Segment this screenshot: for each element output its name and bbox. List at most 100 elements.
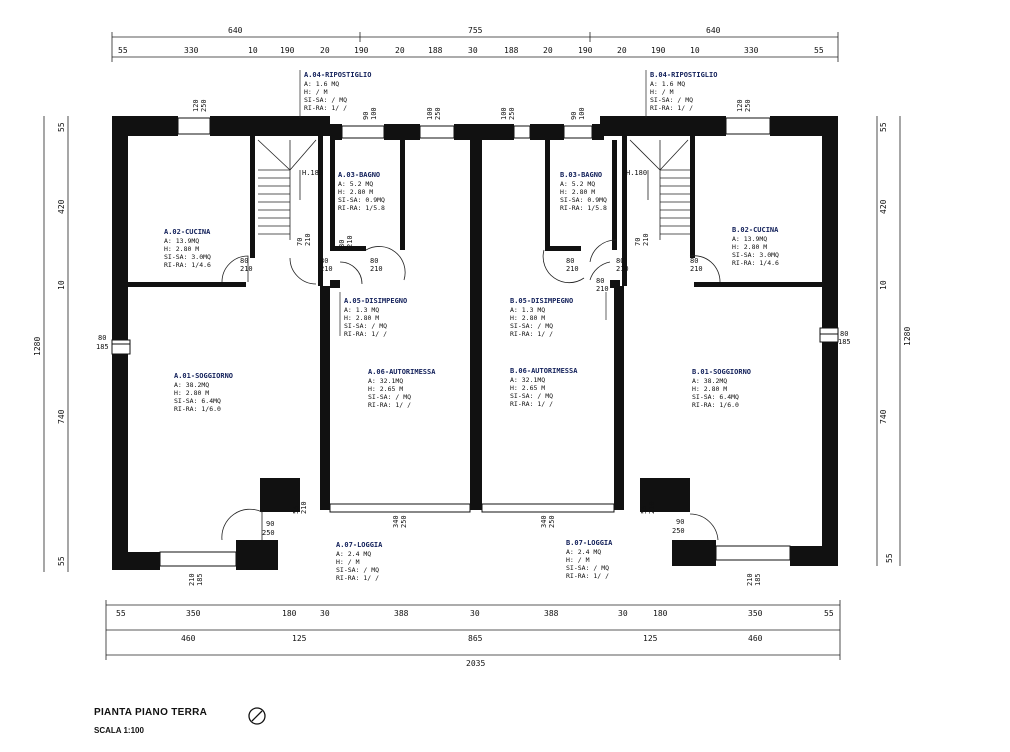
svg-text:RI-RA: 1/ /: RI-RA: 1/ /	[368, 401, 411, 409]
dim-label: 640	[228, 26, 243, 35]
svg-text:B.04-RIPOSTIGLIO: B.04-RIPOSTIGLIO	[650, 71, 717, 79]
room-label-B04: B.04-RIPOSTIGLIO A: 1.6 MQ H: / M SI-SA:…	[645, 70, 717, 118]
svg-text:RI-RA: 1/ /: RI-RA: 1/ /	[510, 400, 553, 408]
room-label-B06: B.06-AUTORIMESSA A: 32.1MQ H: 2.65 M SI-…	[510, 367, 578, 408]
svg-text:B.06-AUTORIMESSA: B.06-AUTORIMESSA	[510, 367, 578, 375]
svg-text:A.01-SOGGIORNO: A.01-SOGGIORNO	[174, 372, 233, 380]
svg-text:A.07-LOGGIA: A.07-LOGGIA	[336, 541, 383, 549]
svg-text:RI-RA: 1/ /: RI-RA: 1/ /	[344, 330, 387, 338]
svg-text:A.04-RIPOSTIGLIO: A.04-RIPOSTIGLIO	[304, 71, 371, 79]
svg-text:H: / M: H: / M	[650, 88, 674, 96]
dim-label: 10	[57, 280, 66, 290]
dim-label: 55	[814, 46, 824, 55]
svg-text:SI-SA: / MQ: SI-SA: / MQ	[510, 392, 553, 400]
svg-text:A.03-BAGNO: A.03-BAGNO	[338, 171, 380, 179]
svg-text:H: 2.65 M: H: 2.65 M	[368, 385, 403, 393]
opening-label: 55	[292, 506, 300, 514]
stair-height-label: H.180	[302, 169, 323, 177]
opening-labels: 120 250 90 100 100 250 100 250 90 100 12…	[96, 99, 851, 586]
svg-text:RI-RA: 1/ /: RI-RA: 1/ /	[566, 572, 609, 580]
dim-label: 180	[653, 609, 668, 618]
dim-label: 55	[885, 553, 894, 563]
dim-label: 190	[578, 46, 593, 55]
svg-text:H: 2.80 M: H: 2.80 M	[692, 385, 727, 393]
dim-label: 125	[292, 634, 307, 643]
opening-label: 120	[736, 99, 744, 112]
svg-text:SI-SA: / MQ: SI-SA: / MQ	[344, 322, 387, 330]
opening-label: 210	[648, 501, 656, 514]
drawing-title: PIANTA PIANO TERRA	[94, 707, 208, 718]
svg-text:A.02-CUCINA: A.02-CUCINA	[164, 228, 211, 236]
svg-text:H: 2.80 M: H: 2.80 M	[338, 188, 373, 196]
room-label-B03: B.03-BAGNO A: 5.2 MQ H: 2.80 M SI-SA: 0.…	[560, 171, 607, 212]
dim-label: 1280	[33, 337, 42, 356]
opening-label: 100	[578, 107, 586, 120]
dim-label: 188	[504, 46, 519, 55]
dim-label: 190	[354, 46, 369, 55]
svg-text:A: 38.2MQ: A: 38.2MQ	[174, 381, 209, 389]
dim-label: 55	[879, 122, 888, 132]
opening-label: 250	[508, 107, 516, 120]
top-dimension-lines	[111, 32, 839, 62]
dim-label: 125	[643, 634, 658, 643]
svg-text:H: 2.80 M: H: 2.80 M	[344, 314, 379, 322]
opening-label: 210	[346, 235, 354, 248]
dim-label: 30	[618, 609, 628, 618]
opening-label: 70	[634, 238, 642, 246]
svg-text:A: 38.2MQ: A: 38.2MQ	[692, 377, 727, 385]
svg-text:RI-RA: 1/ /: RI-RA: 1/ /	[510, 330, 553, 338]
opening-label: 250	[672, 527, 685, 535]
svg-text:A: 32.1MQ: A: 32.1MQ	[510, 376, 545, 384]
opening-label: 80	[840, 330, 848, 338]
dim-label: 55	[118, 46, 128, 55]
room-label-A05: A.05-DISIMPEGNO A: 1.3 MQ H: 2.80 M SI-S…	[339, 292, 407, 338]
svg-text:A: 2.4 MQ: A: 2.4 MQ	[336, 550, 371, 558]
dim-label: 350	[186, 609, 201, 618]
svg-text:SI-SA: 3.0MQ: SI-SA: 3.0MQ	[732, 251, 779, 259]
dim-label: 55	[824, 609, 834, 618]
dim-label: 190	[280, 46, 295, 55]
svg-text:A: 1.3 MQ: A: 1.3 MQ	[344, 306, 379, 314]
svg-text:SI-SA: 0.9MQ: SI-SA: 0.9MQ	[560, 196, 607, 204]
dim-label: 740	[879, 409, 888, 424]
left-dimension-labels: 55 420 10 1280 740 55	[33, 122, 66, 566]
dim-label: 350	[748, 609, 763, 618]
svg-text:B.01-SOGGIORNO: B.01-SOGGIORNO	[692, 368, 751, 376]
svg-text:RI-RA: 1/6.0: RI-RA: 1/6.0	[174, 405, 221, 413]
room-label-B01: B.01-SOGGIORNO A: 38.2MQ H: 2.80 M SI-SA…	[692, 368, 751, 409]
opening-label: 250	[200, 99, 208, 112]
dim-label: 1280	[903, 327, 912, 346]
opening-label: 210	[690, 265, 703, 273]
opening-label: 100	[500, 107, 508, 120]
opening-label: 90	[266, 520, 274, 528]
right-dimension-labels: 55 420 10 1280 740 55	[879, 122, 912, 563]
svg-text:H: 2.80 M: H: 2.80 M	[174, 389, 209, 397]
svg-text:H: 2.80 M: H: 2.80 M	[164, 245, 199, 253]
dim-label: 10	[248, 46, 258, 55]
dim-label: 755	[468, 26, 483, 35]
svg-text:SI-SA: / MQ: SI-SA: / MQ	[650, 96, 693, 104]
stair-height-label: H.180	[626, 169, 647, 177]
bottom-dimension-labels: 55 350 180 30 388 30 388 30 180 350 55 4…	[116, 609, 834, 668]
opening-label: 90	[676, 518, 684, 526]
opening-label: 90	[362, 112, 370, 120]
opening-label: 100	[370, 107, 378, 120]
dim-label: 30	[468, 46, 478, 55]
opening-label: 80	[616, 257, 624, 265]
opening-label: 250	[744, 99, 752, 112]
svg-text:A: 5.2 MQ: A: 5.2 MQ	[560, 180, 595, 188]
opening-label: 210	[746, 573, 754, 586]
opening-label: 185	[754, 573, 762, 586]
svg-text:SI-SA: / MQ: SI-SA: / MQ	[304, 96, 347, 104]
svg-text:B.07-LOGGIA: B.07-LOGGIA	[566, 539, 613, 547]
opening-label: 340	[540, 515, 548, 528]
svg-text:RI-RA: 1/5.8: RI-RA: 1/5.8	[560, 204, 607, 212]
room-label-A01: A.01-SOGGIORNO A: 38.2MQ H: 2.80 M SI-SA…	[174, 372, 233, 413]
svg-text:SI-SA: 6.4MQ: SI-SA: 6.4MQ	[692, 393, 739, 401]
drawing-scale: SCALA 1:100	[94, 726, 144, 735]
dim-label: 865	[468, 634, 483, 643]
svg-text:A: 1.3 MQ: A: 1.3 MQ	[510, 306, 545, 314]
opening-label: 210	[188, 573, 196, 586]
dim-label: 460	[181, 634, 196, 643]
svg-text:B.05-DISIMPEGNO: B.05-DISIMPEGNO	[510, 297, 573, 305]
